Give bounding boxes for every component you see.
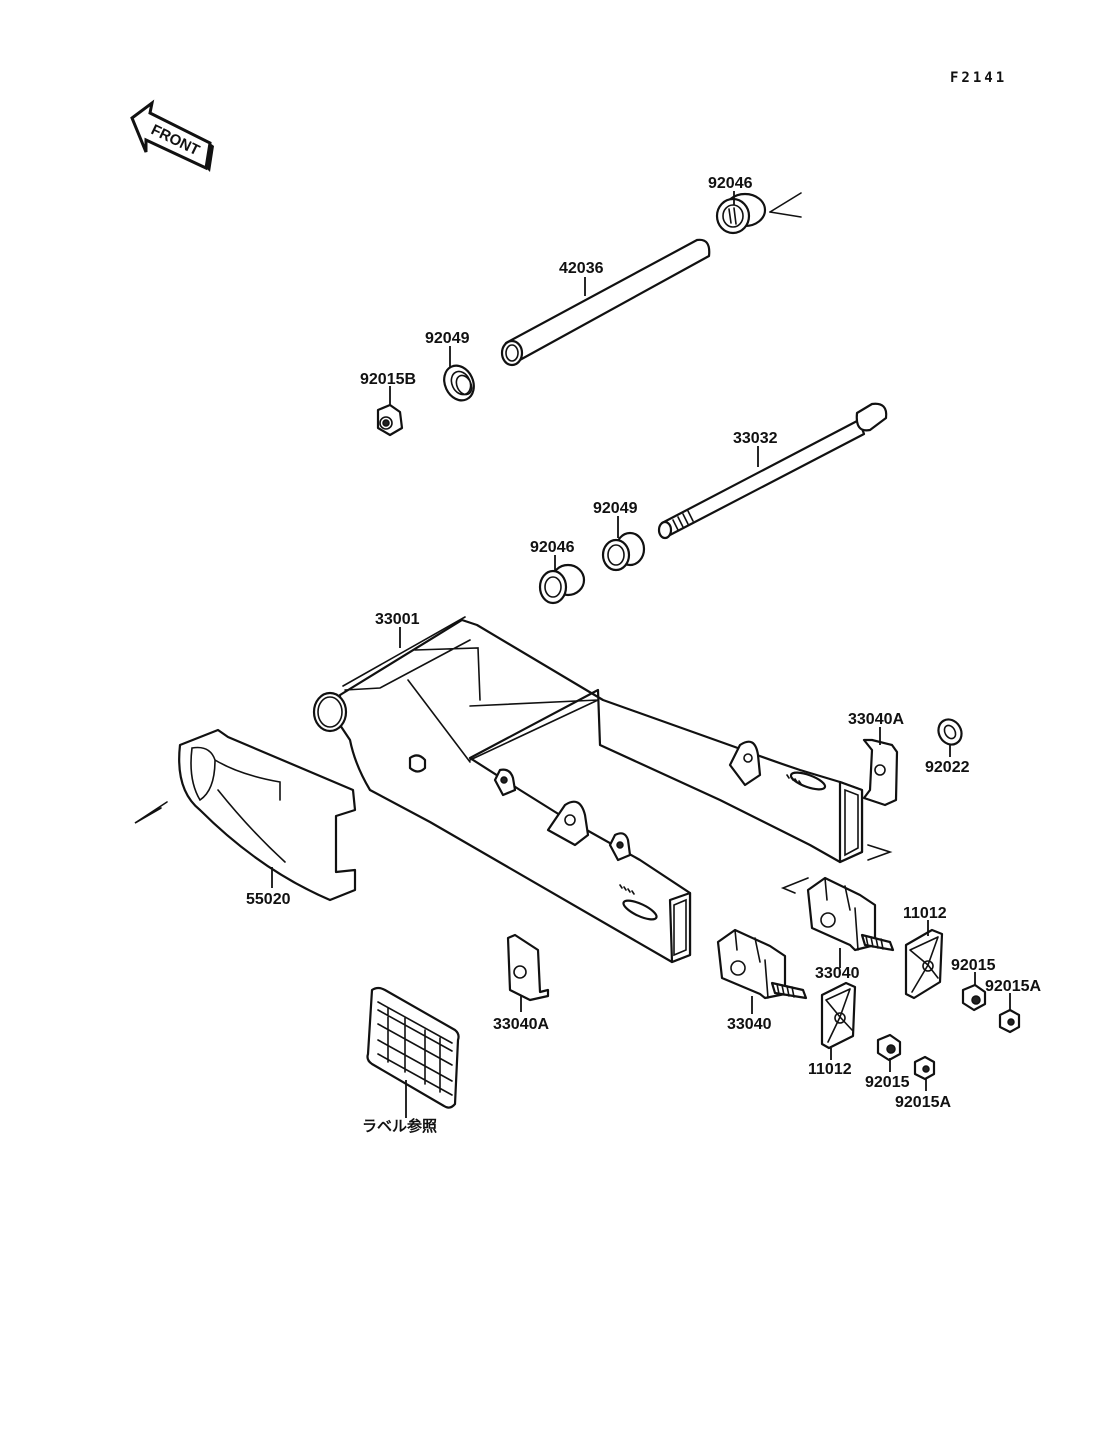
chain-adjuster-lower (716, 928, 808, 1000)
front-arrow-icon: FRONT (130, 99, 214, 172)
label-92015-upper: 92015 (951, 957, 996, 974)
label-92015a-lower: 92015A (895, 1094, 951, 1111)
adjuster-plate-lower (820, 981, 857, 1050)
label-92022: 92022 (925, 759, 970, 776)
label-42036: 42036 (559, 260, 604, 277)
chain-guide (178, 728, 357, 902)
label-92015-lower: 92015 (865, 1074, 910, 1091)
needle-bearing-top (715, 192, 767, 235)
locknut-upper (998, 1008, 1021, 1034)
label-92015b: 92015B (360, 371, 416, 388)
chain-adjuster-upper (806, 876, 895, 952)
label-92046-top: 92046 (708, 175, 753, 192)
needle-bearing-mid (538, 563, 586, 605)
label-33040a-right: 33040A (848, 711, 904, 728)
pivot-shaft (657, 402, 888, 540)
nut-upper (961, 983, 987, 1012)
washer (937, 718, 963, 746)
swingarm (312, 616, 864, 964)
label-reference-text: ラベル参照 (362, 1117, 437, 1135)
label-33001: 33001 (375, 611, 420, 628)
label-33032: 33032 (733, 430, 778, 447)
diagram-code: F2141 (950, 70, 1007, 86)
label-55020: 55020 (246, 891, 291, 908)
grease-seal-top (443, 364, 475, 402)
adjuster-plate-upper (904, 928, 944, 1000)
label-33040-upper: 33040 (815, 965, 860, 982)
grease-seal-mid (601, 531, 646, 572)
label-92049-top: 92049 (425, 330, 470, 347)
sleeve (500, 238, 711, 367)
pivot-nut (376, 403, 404, 437)
label-11012-lower: 11012 (808, 1061, 852, 1078)
label-92049-mid: 92049 (593, 500, 638, 517)
label-92046-mid: 92046 (530, 539, 575, 556)
chain-adjuster-bracket-right (862, 738, 899, 807)
chain-adjuster-bracket-left (506, 933, 550, 1002)
label-92015a-upper: 92015A (985, 978, 1041, 995)
label-11012-upper: 11012 (903, 905, 947, 922)
label-33040a-left: 33040A (493, 1016, 549, 1033)
locknut-lower (913, 1055, 936, 1081)
label-33040-lower: 33040 (727, 1016, 772, 1033)
nut-lower (876, 1033, 902, 1062)
caution-label (366, 986, 460, 1109)
